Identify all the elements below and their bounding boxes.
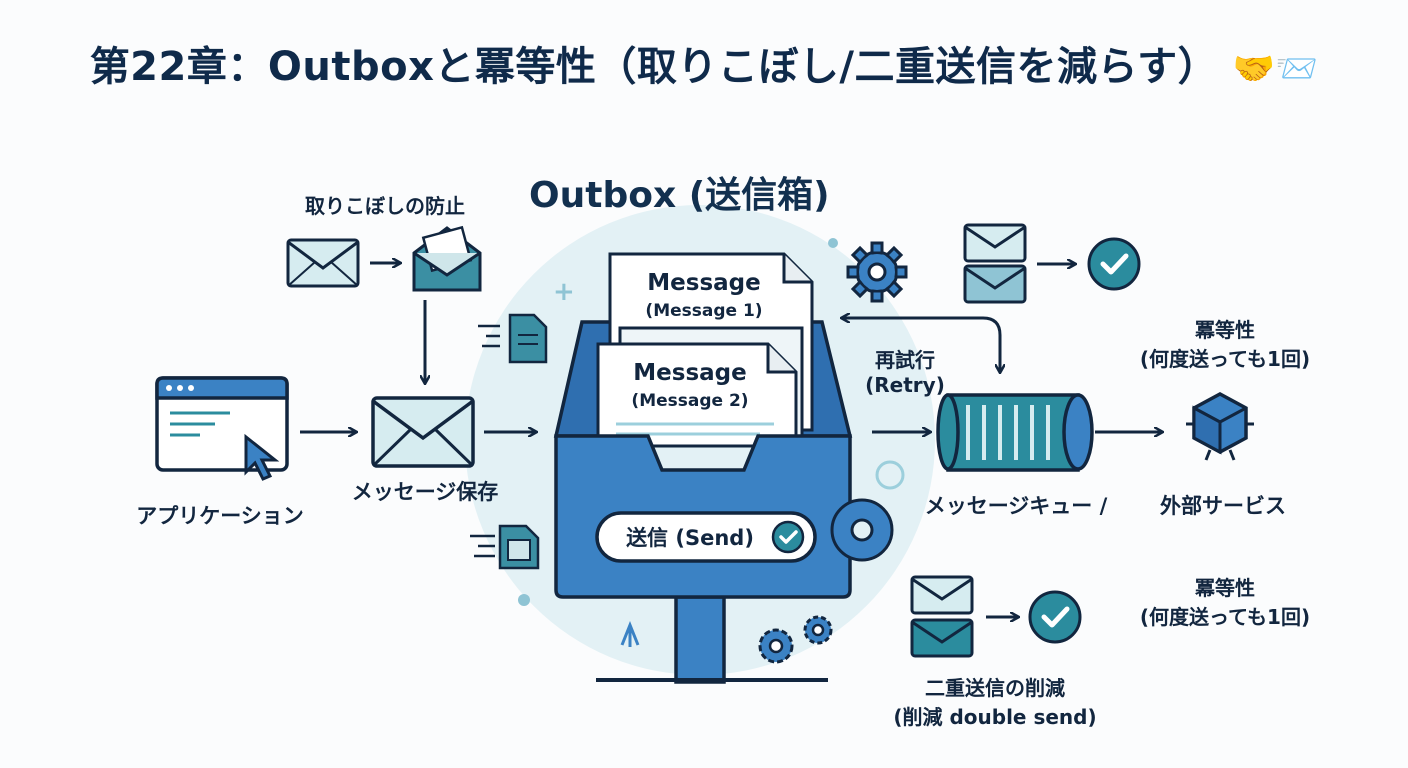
idempotency-label-2: 冪等性 (何度送っても1回) [1105,572,1345,630]
queue-label: メッセージキュー / [924,494,1108,518]
external-service-label: 外部サービス [1160,494,1286,518]
check-icon-bottom [1028,590,1082,644]
outbox-title: Outbox (送信箱) [529,175,830,216]
envelope-icon-prevent-loss [286,238,360,288]
idempotency-2-line2: (何度送っても1回) [1139,605,1311,629]
save-message-label: メッセージ保存 [351,480,499,504]
idempotency-1-line1: 冪等性 [1195,318,1255,342]
inbox-tray-icon: 📨 [1275,49,1319,89]
idempotency-label-1: 冪等性 (何度送っても1回) [1105,314,1345,372]
message-1-sub: (Message 1) [645,301,762,321]
gear-icon-top [846,241,908,303]
gear-icon-bottom-1 [758,628,794,664]
document-icon-2 [470,524,540,570]
idempotency-2-line1: 冪等性 [1195,576,1255,600]
envelope-icon-save [371,396,475,468]
svg-text:+: + [553,277,575,307]
handshake-icon: 🤝 [1232,49,1276,89]
message-2-sub: (Message 2) [631,391,748,411]
double-send-label: 二重送信の削減 (削減 double send) [870,672,1120,730]
check-icon-send [771,520,805,554]
application-label: アプリケーション [136,504,304,528]
retry-label: 再試行 (Retry) [850,344,960,397]
envelopes-icon-bottom [910,575,974,658]
double-send-label-line2: (削減 double send) [893,705,1097,729]
recycle-icon [620,620,640,647]
send-button-label: 送信 (Send) [626,526,754,550]
envelopes-icon-top [963,223,1027,304]
retry-label-line1: 再試行 [875,348,935,372]
message-queue-icon [936,393,1094,472]
document-icon-1 [478,313,548,364]
gear-icon-bottom-2 [803,615,833,645]
idempotency-1-line2: (何度送っても1回) [1139,347,1311,371]
small-circle-icon [875,460,905,490]
external-service-icon [1186,392,1254,461]
gear-icon-right [830,498,894,562]
send-button[interactable]: 送信 (Send) [595,511,817,563]
retry-label-line2: (Retry) [865,373,945,397]
application-window-icon [155,376,289,481]
double-send-label-line1: 二重送信の削減 [925,676,1065,700]
prevent-loss-label: 取りこぼしの防止 [305,194,465,218]
message-2-title: Message [633,360,746,386]
page-title-text: 第22章：Outboxと冪等性（取りこぼし/二重送信を減らす） [89,44,1219,90]
cursor-icon [244,433,280,481]
message-1-title: Message [647,270,760,296]
check-icon-top [1087,237,1141,291]
open-envelope-icon [412,225,482,292]
page-title: 第22章：Outboxと冪等性（取りこぼし/二重送信を減らす） 🤝📨 [0,34,1408,92]
